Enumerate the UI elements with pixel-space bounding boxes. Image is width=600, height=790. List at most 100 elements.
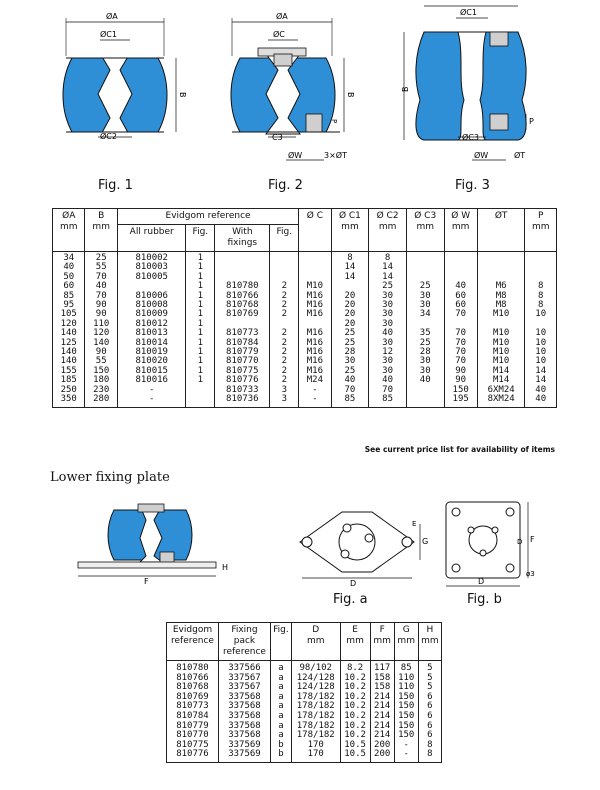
table-cell: 30 bbox=[382, 365, 393, 376]
table-cell: 124/128 bbox=[296, 672, 335, 683]
table-cell: 200 bbox=[374, 749, 391, 760]
table-cell: 20 bbox=[344, 309, 356, 320]
table-cell: 810769 bbox=[176, 691, 209, 702]
table-cell: 810784 bbox=[176, 710, 209, 721]
table-cell: 1 bbox=[197, 271, 204, 282]
top-figures: ØA ØC1 B ØC2 ØA ØC B P C3 ØW 3×ØT bbox=[62, 5, 534, 161]
table-cell: 810006 bbox=[135, 290, 168, 301]
table-cell: 40 bbox=[382, 375, 393, 386]
table-cell: 25 bbox=[382, 281, 393, 292]
table-cell: 3 bbox=[281, 384, 287, 395]
table-cell: 1 bbox=[197, 337, 204, 348]
figb-drawing: D F D ø3 bbox=[445, 501, 535, 587]
table-cell: 5 bbox=[427, 672, 433, 683]
table-cell: 337569 bbox=[228, 749, 261, 760]
table-cell: 1 bbox=[197, 365, 204, 376]
table-cell: 1 bbox=[197, 290, 204, 301]
table-cell: 90 bbox=[95, 347, 107, 358]
table-cell: 337568 bbox=[228, 720, 261, 731]
table-cell: 810776 bbox=[176, 749, 209, 760]
table-cell: 810780 bbox=[226, 281, 259, 292]
table-cell: 28 bbox=[344, 347, 356, 358]
table-cell: M10 bbox=[492, 309, 510, 320]
table-cell: M10 bbox=[492, 356, 510, 367]
dim-C3-fig3: ØC3 bbox=[462, 132, 479, 142]
table-cell: 214 bbox=[374, 701, 391, 712]
table-cell: 50 bbox=[63, 271, 75, 282]
table-cell: 140 bbox=[60, 328, 77, 339]
dim-W-fig3: ØW bbox=[474, 150, 488, 160]
table-cell: 810769 bbox=[226, 309, 259, 320]
table-cell: 85 bbox=[400, 663, 412, 673]
table-cell bbox=[189, 395, 211, 404]
table-cell: 6 bbox=[427, 701, 433, 712]
table-cell: 810736 bbox=[226, 394, 259, 405]
table-cell: 810773 bbox=[226, 328, 259, 339]
plate-figures: F H D G E D F D ø3 bbox=[77, 501, 535, 588]
table-cell: 20 bbox=[344, 318, 356, 329]
table-cell: 40 bbox=[95, 281, 107, 292]
table-cell: 40 bbox=[455, 281, 467, 292]
table-cell: M16 bbox=[306, 328, 324, 339]
table-cell: 10.5 bbox=[344, 739, 366, 750]
table-cell: 178/182 bbox=[296, 730, 335, 741]
table-cell: 10 bbox=[535, 356, 547, 367]
table-cell: - bbox=[403, 749, 409, 760]
table-cell: 178/182 bbox=[296, 710, 335, 721]
table-cell: 30 bbox=[419, 300, 431, 311]
table-cell: 25 bbox=[344, 328, 356, 339]
table-cell: 8 bbox=[427, 739, 433, 750]
table-cell: 30 bbox=[382, 356, 393, 367]
table-cell: 40 bbox=[535, 394, 547, 405]
table-cell: 810005 bbox=[135, 271, 168, 282]
table-cell: - bbox=[312, 384, 318, 395]
table-cell: 150 bbox=[398, 701, 415, 712]
table-cell: 810002 bbox=[135, 253, 168, 263]
table-cell: 70 bbox=[455, 337, 467, 348]
table-cell: 250 bbox=[60, 384, 77, 395]
fig2-drawing: ØA ØC B P C3 ØW 3×ØT bbox=[230, 11, 355, 161]
table-cell: 70 bbox=[455, 356, 467, 367]
lower-plate-title: Lower fixing plate bbox=[50, 470, 170, 485]
table-cell: 180 bbox=[93, 375, 110, 386]
dim-D-figb: D bbox=[478, 577, 484, 586]
dim-A-fig1: ØA bbox=[106, 11, 118, 21]
table-cell: 40 bbox=[419, 375, 431, 386]
table-cell: 810012 bbox=[135, 318, 168, 329]
table-cell: 90 bbox=[95, 309, 107, 320]
table-cell: M16 bbox=[306, 347, 324, 358]
table-cell: 140 bbox=[60, 356, 77, 367]
table-cell: M16 bbox=[306, 309, 324, 320]
table-cell: 25 bbox=[344, 337, 356, 348]
col-T-header: ØT bbox=[476, 208, 526, 252]
table-cell: 70 bbox=[382, 384, 393, 395]
table-cell: 110 bbox=[93, 318, 110, 329]
figa-label: Fig. a bbox=[333, 592, 368, 607]
table-cell: 2 bbox=[281, 347, 287, 358]
table-cell: - bbox=[403, 739, 409, 750]
dim-B-fig1: B bbox=[178, 92, 187, 98]
dim-C1-fig3: ØC1 bbox=[460, 7, 477, 17]
table-cell: 337567 bbox=[228, 672, 261, 683]
table-cell: 158 bbox=[374, 672, 391, 683]
table-cell: 1 bbox=[197, 300, 204, 311]
table-cell: 5 bbox=[427, 663, 433, 673]
table-cell: M16 bbox=[306, 356, 324, 367]
table-cell: 60 bbox=[455, 290, 467, 301]
table-cell: 1 bbox=[197, 309, 204, 320]
table-cell bbox=[410, 395, 441, 404]
table-cell: 8XM24 bbox=[487, 394, 515, 405]
dim-B-fig3: B bbox=[401, 87, 410, 93]
table-cell: 98/102 bbox=[299, 663, 332, 673]
table-cell: 25 bbox=[419, 337, 431, 348]
table-cell: 810768 bbox=[176, 682, 209, 693]
